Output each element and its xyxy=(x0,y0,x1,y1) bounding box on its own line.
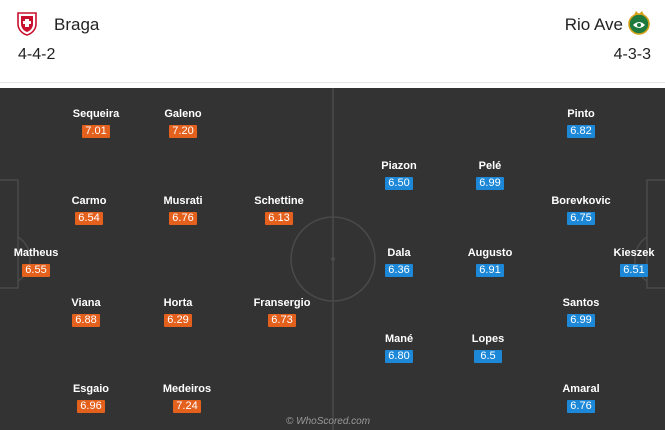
player-rating: 6.76 xyxy=(169,212,197,225)
player-rating: 6.96 xyxy=(77,400,105,413)
home-player[interactable]: Fransergio 6.73 xyxy=(247,297,317,328)
pitch-markings xyxy=(0,88,665,430)
away-player[interactable]: Kieszek 6.51 xyxy=(599,247,665,278)
away-player[interactable]: Borevkovic 6.75 xyxy=(546,195,616,226)
away-player[interactable]: Dala 6.36 xyxy=(364,247,434,278)
player-rating: 6.36 xyxy=(385,264,413,277)
player-rating: 6.82 xyxy=(567,125,595,138)
home-player[interactable]: Viana 6.88 xyxy=(51,297,121,328)
player-rating: 6.5 xyxy=(474,350,502,363)
player-rating: 6.29 xyxy=(164,314,192,327)
away-player[interactable]: Pinto 6.82 xyxy=(546,108,616,139)
player-rating: 6.99 xyxy=(567,314,595,327)
home-player[interactable]: Galeno 7.20 xyxy=(148,108,218,139)
player-name: Santos xyxy=(562,297,600,309)
player-name: Amaral xyxy=(562,383,600,395)
player-rating: 6.80 xyxy=(385,350,413,363)
player-rating: 6.50 xyxy=(385,177,413,190)
player-rating: 6.91 xyxy=(476,264,504,277)
player-name: Borevkovic xyxy=(551,195,611,207)
player-name: Pelé xyxy=(478,160,502,172)
player-rating: 7.20 xyxy=(169,125,197,138)
player-name: Esgaio xyxy=(72,383,110,395)
braga-crest-icon xyxy=(17,12,37,36)
away-formation: 4-3-3 xyxy=(613,46,651,63)
watermark: © WhoScored.com xyxy=(286,416,371,427)
home-player[interactable]: Matheus 6.55 xyxy=(1,247,71,278)
player-name: Sequeira xyxy=(72,108,120,120)
player-name: Galeno xyxy=(164,108,202,120)
player-rating: 6.73 xyxy=(268,314,296,327)
header-divider xyxy=(0,82,665,83)
pitch: Sequeira 7.01 Galeno 7.20 Carmo 6.54 Mus… xyxy=(0,88,665,430)
home-player[interactable]: Schettine 6.13 xyxy=(244,195,314,226)
player-rating: 6.76 xyxy=(567,400,595,413)
player-name: Dala xyxy=(387,247,411,259)
player-name: Piazon xyxy=(381,160,417,172)
player-rating: 6.99 xyxy=(476,177,504,190)
player-name: Lopes xyxy=(471,333,505,345)
away-player[interactable]: Pelé 6.99 xyxy=(455,160,525,191)
away-player[interactable]: Lopes 6.5 xyxy=(453,333,523,364)
player-name: Carmo xyxy=(71,195,107,207)
player-rating: 6.51 xyxy=(620,264,648,277)
player-rating: 6.55 xyxy=(22,264,50,277)
player-rating: 6.13 xyxy=(265,212,293,225)
away-player[interactable]: Mané 6.80 xyxy=(364,333,434,364)
player-name: Augusto xyxy=(467,247,513,259)
home-player[interactable]: Horta 6.29 xyxy=(143,297,213,328)
away-team-name: Rio Ave xyxy=(564,15,623,34)
home-player[interactable]: Carmo 6.54 xyxy=(54,195,124,226)
player-rating: 7.01 xyxy=(82,125,110,138)
player-rating: 6.75 xyxy=(567,212,595,225)
player-name: Viana xyxy=(71,297,101,309)
rio-ave-crest-icon xyxy=(628,11,650,35)
player-name: Schettine xyxy=(254,195,304,207)
home-team-name: Braga xyxy=(54,15,100,34)
player-name: Mané xyxy=(384,333,414,345)
player-name: Medeiros xyxy=(162,383,212,395)
away-player[interactable]: Santos 6.99 xyxy=(546,297,616,328)
player-rating: 6.88 xyxy=(72,314,100,327)
player-name: Matheus xyxy=(13,247,59,259)
player-rating: 6.54 xyxy=(75,212,103,225)
player-name: Fransergio xyxy=(253,297,311,309)
player-name: Kieszek xyxy=(613,247,655,259)
player-name: Pinto xyxy=(567,108,595,120)
away-player[interactable]: Piazon 6.50 xyxy=(364,160,434,191)
player-name: Horta xyxy=(163,297,193,309)
player-rating: 7.24 xyxy=(173,400,201,413)
player-name: Musrati xyxy=(163,195,203,207)
home-formation: 4-4-2 xyxy=(18,46,56,63)
away-player[interactable]: Amaral 6.76 xyxy=(546,383,616,414)
away-player[interactable]: Augusto 6.91 xyxy=(455,247,525,278)
home-player[interactable]: Medeiros 7.24 xyxy=(152,383,222,414)
home-player[interactable]: Musrati 6.76 xyxy=(148,195,218,226)
home-player[interactable]: Esgaio 6.96 xyxy=(56,383,126,414)
match-header: Braga 4-4-2 Rio Ave 4-3-3 xyxy=(0,0,665,88)
home-player[interactable]: Sequeira 7.01 xyxy=(61,108,131,139)
